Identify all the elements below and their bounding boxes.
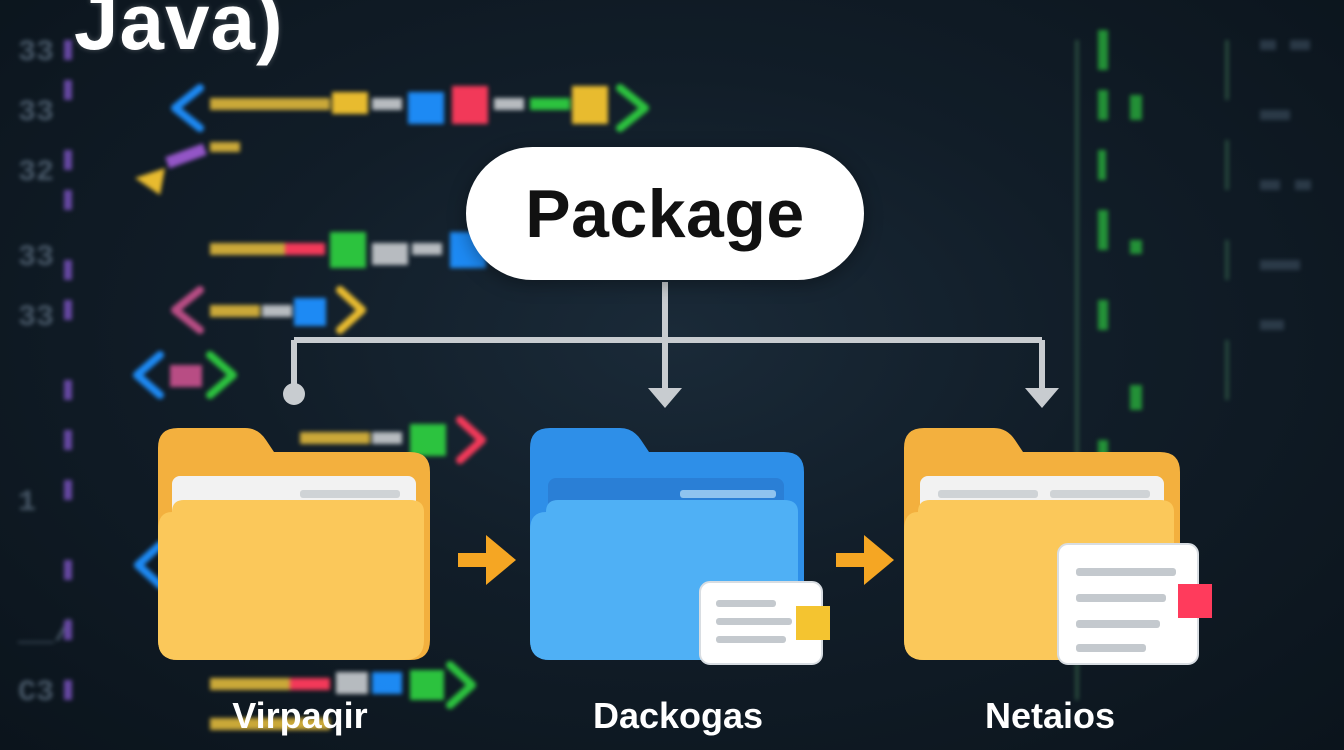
arrow-right-icon	[836, 535, 894, 585]
folder-label: Virpaqir	[232, 695, 368, 736]
document-card-icon	[699, 581, 830, 665]
svg-text:33: 33	[18, 96, 54, 130]
svg-text:C3: C3	[18, 676, 54, 710]
connector-arrowhead	[648, 388, 682, 408]
page-title: Java)	[74, 0, 284, 66]
svg-text:33: 33	[18, 301, 54, 335]
folder-label: Dackogas	[592, 695, 764, 736]
folder-icon	[158, 428, 430, 660]
svg-text:__/: __/	[17, 616, 72, 650]
package-node: Package	[466, 147, 864, 280]
document-card-icon	[1057, 543, 1212, 665]
svg-text:33: 33	[18, 241, 54, 275]
arrow-right-icon	[458, 535, 516, 585]
connector-arrowhead	[1025, 388, 1059, 408]
svg-text:33: 33	[18, 36, 54, 70]
package-label: Package	[525, 175, 805, 252]
connector-dot	[283, 383, 305, 405]
folder-label: Netaios	[984, 695, 1116, 736]
tree-connector	[291, 282, 1045, 395]
svg-text:1: 1	[18, 486, 36, 520]
svg-text:32: 32	[18, 156, 54, 190]
